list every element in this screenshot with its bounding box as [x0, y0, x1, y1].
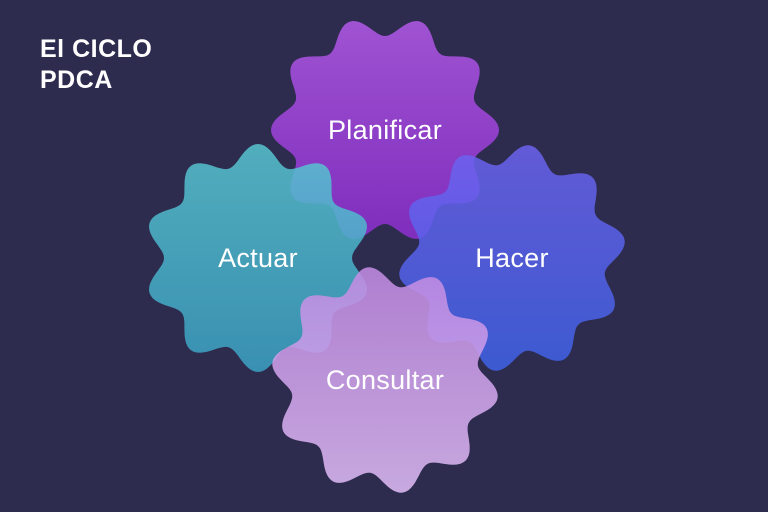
- node-label-hacer: Hacer: [475, 242, 549, 273]
- node-hacer: Hacer: [392, 138, 632, 378]
- page-title: El CICLO PDCA: [40, 34, 152, 95]
- node-label-consultar: Consultar: [325, 364, 445, 395]
- node-actuar: Actuar: [138, 138, 378, 378]
- node-planificar: Planificar: [265, 10, 505, 250]
- page-title-line1: El CICLO: [40, 35, 153, 63]
- node-label-planificar: Planificar: [327, 114, 443, 145]
- node-consultar: Consultar: [265, 260, 505, 500]
- flower-shape-consultar: [272, 267, 498, 493]
- node-label-actuar: Actuar: [218, 242, 298, 273]
- page-title-line2: PDCA: [40, 65, 113, 94]
- flower-shape-hacer: [399, 145, 625, 371]
